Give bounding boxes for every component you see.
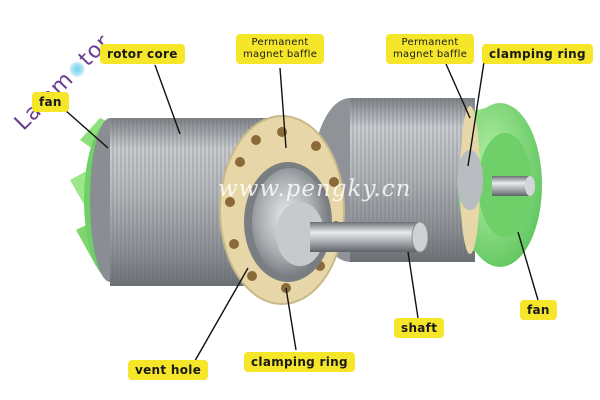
vent-hole [311,141,321,151]
leader-lines [64,61,539,367]
label-fan-left: fan [32,92,69,112]
label-clamping-ring-back: clamping ring [482,44,593,64]
label-vent-hole: vent hole [128,360,209,380]
front-baffle-rim [219,115,345,305]
label-permanent-magnet-baffle-back: Permanent magnet baffle [386,34,475,64]
vent-hole [229,239,239,249]
front-shaft [310,222,420,252]
leader-fan-left [64,109,109,149]
rear-clamping-ring [457,150,483,210]
label-pm-baffle-back-line2: magnet baffle [393,49,468,60]
label-pm-baffle-front-line2: magnet baffle [243,49,318,60]
label-permanent-magnet-baffle-front: Permanent magnet baffle [236,34,325,64]
rear-shaft [492,176,530,196]
vent-hole [235,157,245,167]
watermark-text: www.pengky.cn [218,176,412,202]
leader-pm-baffle-front [279,67,287,149]
leader-rotor-core [154,64,181,135]
vent-hole [247,271,257,281]
leader-clamping-ring-back [467,61,485,167]
leader-clamping-ring-front [285,287,297,351]
leader-pm-baffle-back [445,63,471,119]
rear-shaft-end [525,176,535,196]
front-shaft-end [411,221,429,253]
leader-vent-hole [191,267,249,367]
vent-hole [329,177,339,187]
leader-fan-right [517,231,539,301]
label-shaft: shaft [394,318,445,338]
vent-hole [251,135,261,145]
label-pm-baffle-back-line1: Permanent [401,37,459,48]
label-pm-baffle-front-line1: Permanent [251,37,309,48]
leader-shaft [407,251,419,319]
front-rotor [70,115,429,305]
label-fan-right: fan [520,300,557,320]
label-rotor-core: rotor core [100,44,185,64]
vent-hole [225,197,235,207]
label-clamping-ring-front: clamping ring [244,352,355,372]
